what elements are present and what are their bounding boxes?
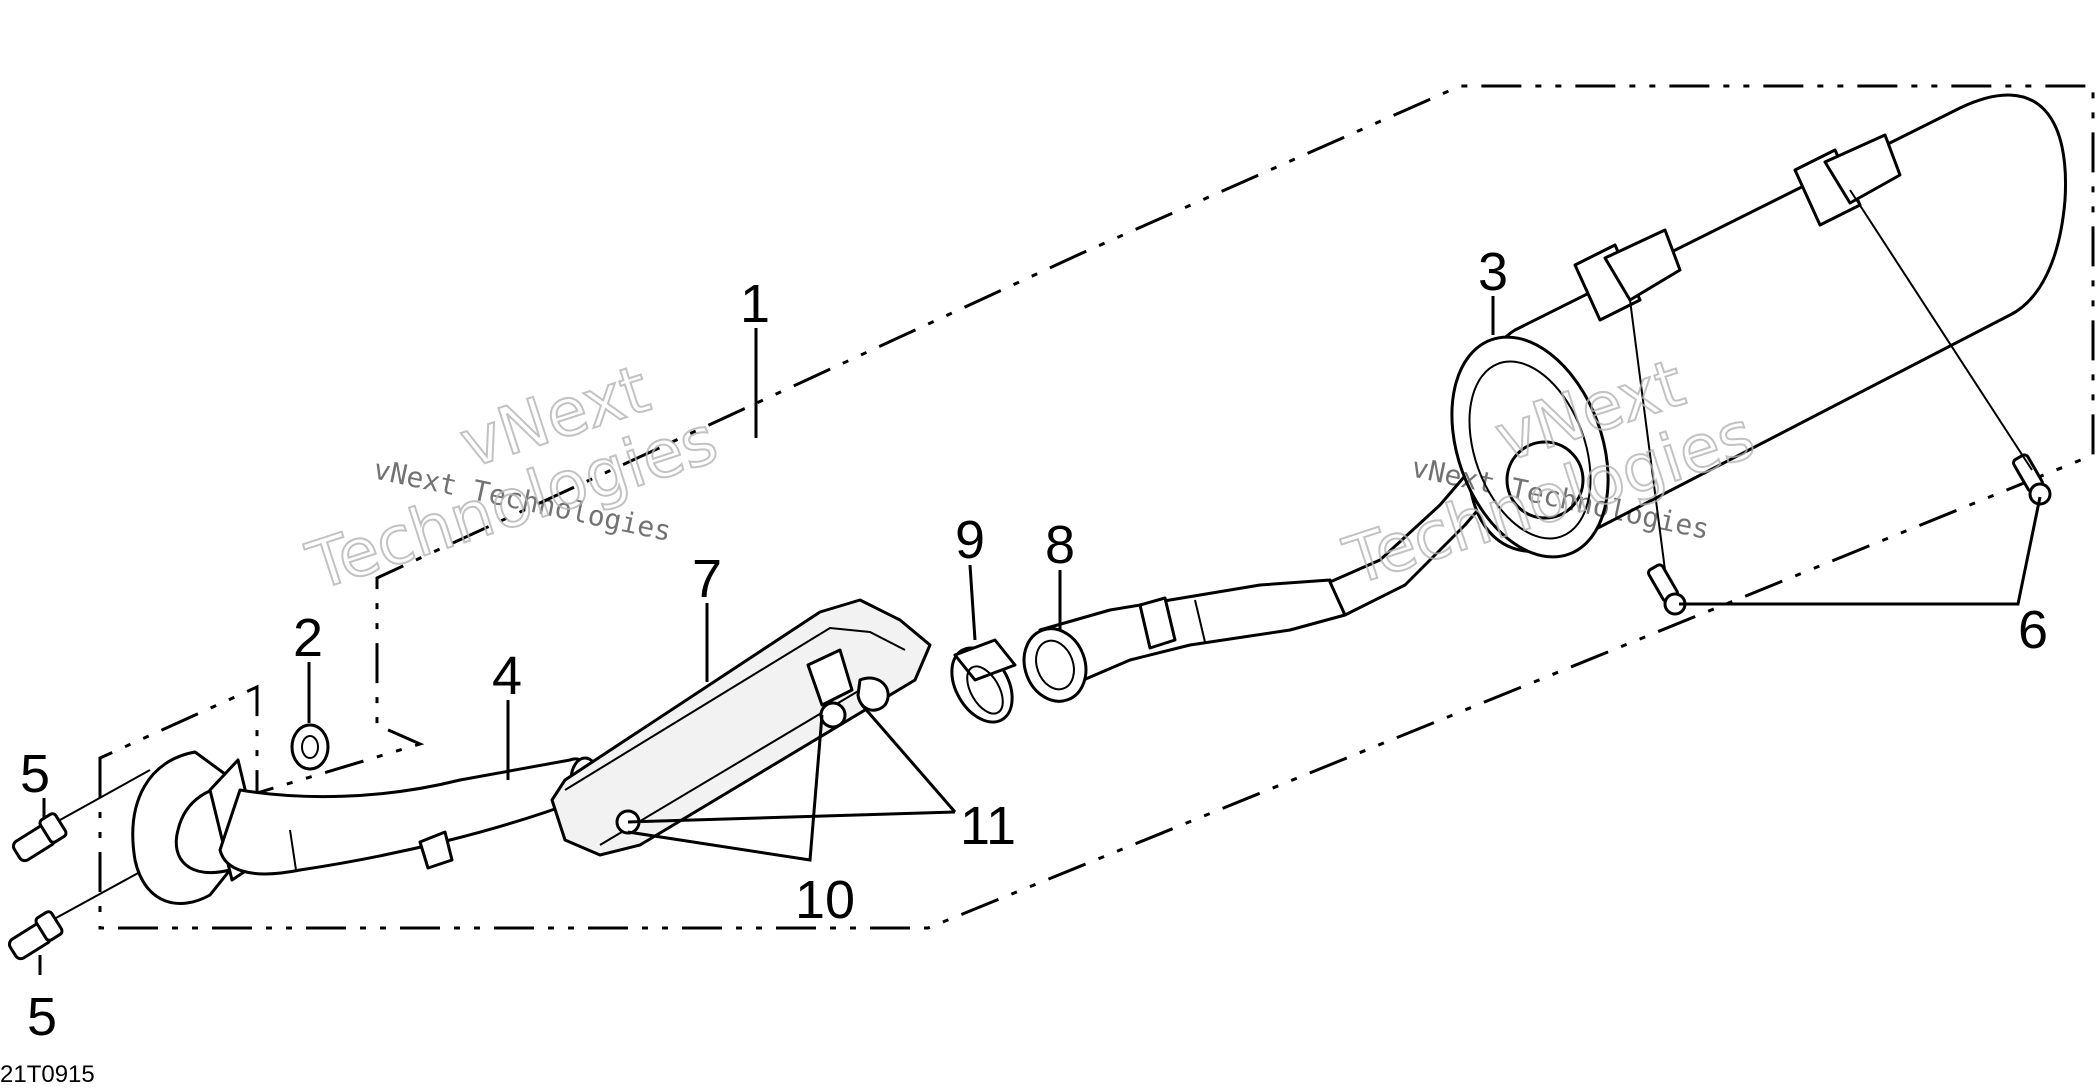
exhaust-header-pipe: [131, 750, 607, 905]
callout-5-upper: 5: [20, 744, 50, 804]
leader-10: [627, 714, 824, 862]
callout-5-lower: 5: [27, 987, 57, 1047]
leader-6: [1679, 496, 2042, 606]
callout-9: 9: [955, 510, 985, 570]
leader-9: [968, 564, 977, 641]
muffler-bolt-left: [1647, 563, 1687, 616]
callout-7: 7: [692, 549, 722, 609]
leader-11a: [627, 810, 956, 824]
callout-6: 6: [2018, 600, 2048, 660]
callout-11: 11: [960, 796, 1016, 856]
gasket: [290, 723, 330, 771]
watermark-left: vNext Technologies vNext Technologies: [297, 349, 727, 606]
stud-upper: [11, 812, 68, 863]
callout-1: 1: [740, 274, 770, 334]
stud-lower: [7, 910, 64, 961]
callout-2: 2: [293, 608, 323, 668]
drawing-code: 21T0915: [0, 1061, 95, 1088]
callout-10: 10: [795, 870, 855, 930]
muffler: [1450, 93, 2068, 559]
callout-4: 4: [492, 646, 522, 706]
heat-shield: [550, 598, 932, 857]
callout-8: 8: [1045, 515, 1075, 575]
pipe-clamp: [950, 638, 1017, 724]
mid-pipe: [1022, 468, 1497, 703]
leader-11b: [860, 704, 957, 813]
muffler-bolt-right: [2012, 453, 2052, 506]
callout-3: 3: [1478, 242, 1508, 302]
